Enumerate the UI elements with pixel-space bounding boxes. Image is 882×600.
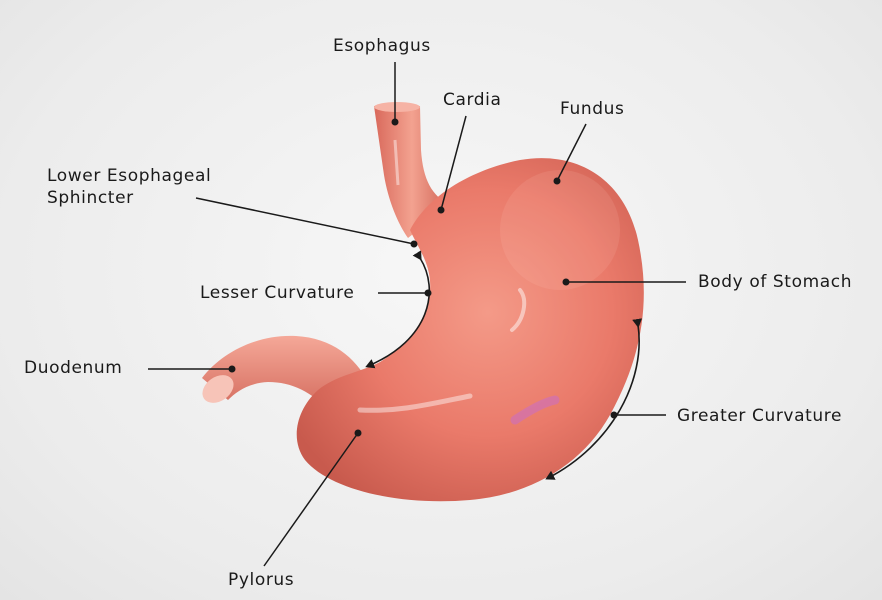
cardia-label: Cardia bbox=[443, 90, 502, 110]
esophagus-opening bbox=[374, 102, 420, 112]
fundus-dot bbox=[554, 178, 561, 185]
les-leader bbox=[196, 198, 414, 244]
lesser-curvature-label: Lesser Curvature bbox=[200, 283, 354, 303]
duodenum-dot bbox=[229, 366, 236, 373]
pylorus-label: Pylorus bbox=[228, 570, 294, 590]
greater-curvature-label: Greater Curvature bbox=[677, 406, 842, 426]
les-dot bbox=[411, 241, 418, 248]
lesser-curvature-dot bbox=[425, 290, 432, 297]
body-dot bbox=[563, 279, 570, 286]
esophagus-label: Esophagus bbox=[333, 36, 431, 56]
cardia-dot bbox=[438, 207, 445, 214]
les-label: Lower Esophageal Sphincter bbox=[47, 165, 211, 209]
esophagus-dot bbox=[392, 119, 399, 126]
body-of-stomach-label: Body of Stomach bbox=[698, 272, 852, 292]
greater-curvature-dot bbox=[611, 412, 618, 419]
fundus-label: Fundus bbox=[560, 99, 624, 119]
pylorus-dot bbox=[355, 430, 362, 437]
duodenum-label: Duodenum bbox=[24, 358, 122, 378]
